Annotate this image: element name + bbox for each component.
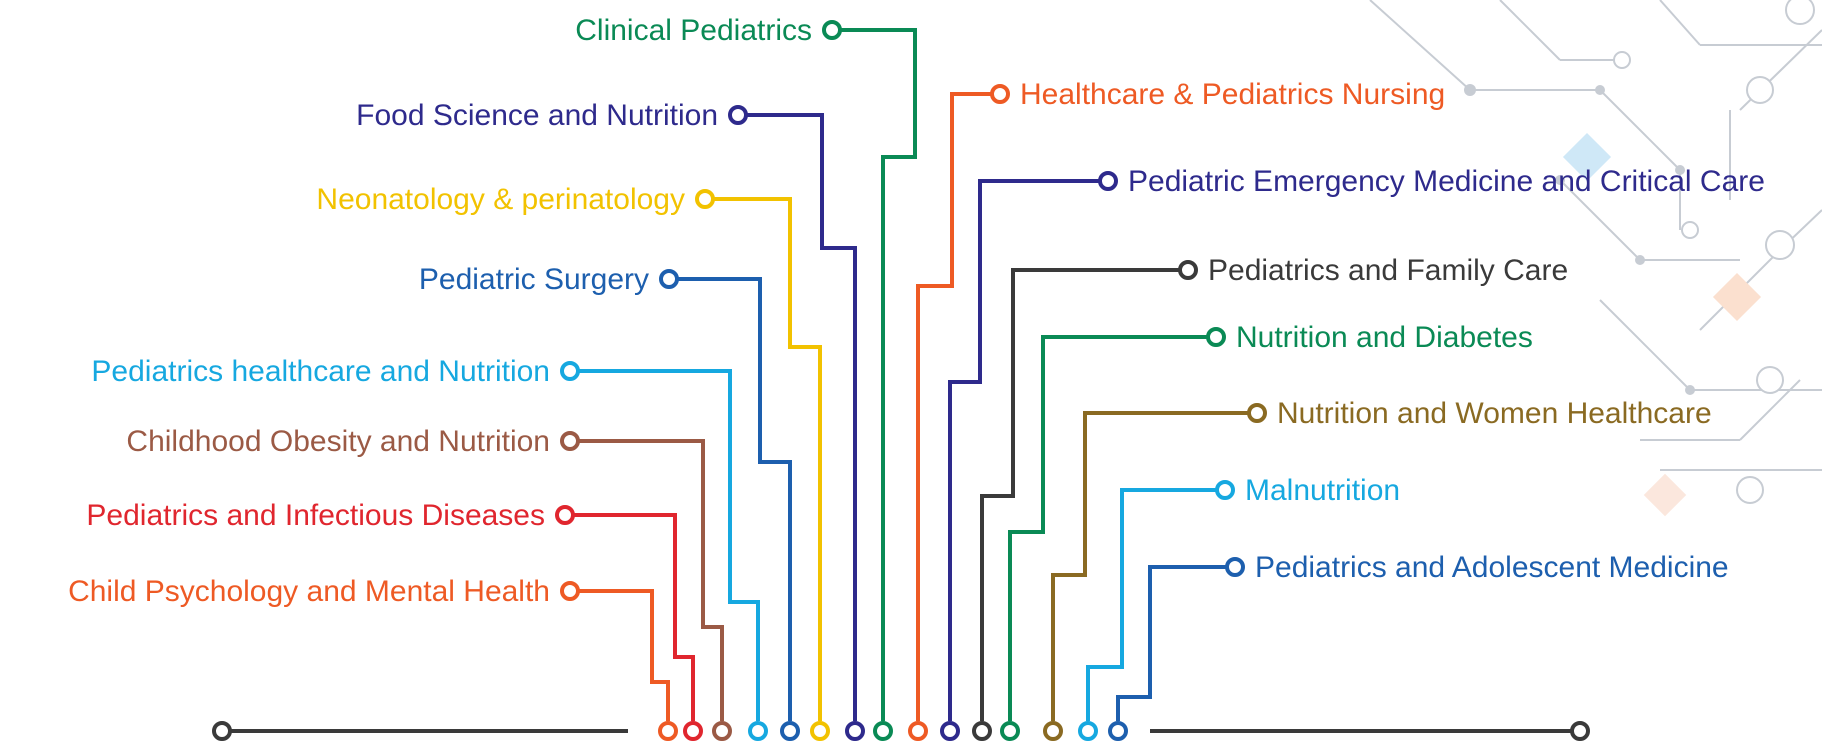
connector-line-malnutrition: [1086, 488, 1216, 721]
topic-label-childhood-obesity-and-nutrition: Childhood Obesity and Nutrition: [126, 425, 550, 458]
baseline-node-circle-pediatrics-and-infectious-diseases: [683, 721, 703, 741]
topic-pediatrics-healthcare-and-nutrition: Pediatrics healthcare and Nutrition: [91, 355, 768, 741]
connector-line-child-psychology-and-mental-health: [579, 589, 670, 721]
topic-pediatric-emergency-medicine-and-critical-care: Pediatric Emergency Medicine and Critica…: [940, 165, 1765, 741]
connector-line-childhood-obesity-and-nutrition: [579, 439, 724, 721]
topic-pediatric-surgery: Pediatric Surgery: [419, 263, 800, 741]
topic-malnutrition: Malnutrition: [1078, 474, 1400, 741]
connector-line-pediatrics-healthcare-and-nutrition: [579, 369, 760, 721]
topic-nutrition-and-women-healthcare: Nutrition and Women Healthcare: [1043, 397, 1712, 741]
baseline-node-circle-pediatrics-and-family-care: [972, 721, 992, 741]
baseline-node-circle-pediatric-emergency-medicine-and-critical-care: [940, 721, 960, 741]
connector-line-pediatrics-and-family-care: [980, 268, 1179, 721]
connector-line-pediatric-surgery: [678, 277, 792, 721]
topic-label-pediatrics-and-infectious-diseases: Pediatrics and Infectious Diseases: [86, 499, 545, 532]
baseline-node-circle-pediatrics-and-adolescent-medicine: [1108, 721, 1128, 741]
topic-label-nutrition-and-diabetes: Nutrition and Diabetes: [1236, 321, 1533, 354]
baseline-node-circle-pediatrics-healthcare-and-nutrition: [748, 721, 768, 741]
topic-label-clinical-pediatrics: Clinical Pediatrics: [575, 14, 812, 47]
label-node-circle-pediatrics-healthcare-and-nutrition: [560, 361, 580, 381]
baseline-node-circle-healthcare-and-pediatrics-nursing: [908, 721, 928, 741]
baseline-node-circle-malnutrition: [1078, 721, 1098, 741]
baseline-node-circle-nutrition-and-diabetes: [1000, 721, 1020, 741]
label-node-circle-healthcare-and-pediatrics-nursing: [990, 84, 1010, 104]
connector-line-neonatology-and-perinatology: [714, 197, 822, 721]
label-node-circle-pediatrics-and-adolescent-medicine: [1225, 557, 1245, 577]
label-node-circle-malnutrition: [1215, 480, 1235, 500]
topic-childhood-obesity-and-nutrition: Childhood Obesity and Nutrition: [126, 425, 732, 741]
topic-label-malnutrition: Malnutrition: [1245, 474, 1400, 507]
topic-healthcare-and-pediatrics-nursing: Healthcare & Pediatrics Nursing: [908, 78, 1445, 741]
label-node-circle-childhood-obesity-and-nutrition: [560, 431, 580, 451]
topic-label-neonatology-and-perinatology: Neonatology & perinatology: [316, 183, 685, 216]
topic-pediatrics-and-infectious-diseases: Pediatrics and Infectious Diseases: [86, 499, 703, 741]
label-node-circle-nutrition-and-diabetes: [1206, 327, 1226, 347]
topic-label-pediatric-emergency-medicine-and-critical-care: Pediatric Emergency Medicine and Critica…: [1128, 165, 1765, 198]
topic-clinical-pediatrics: Clinical Pediatrics: [575, 14, 917, 741]
label-node-circle-pediatrics-and-family-care: [1178, 260, 1198, 280]
topic-label-pediatrics-healthcare-and-nutrition: Pediatrics healthcare and Nutrition: [91, 355, 550, 388]
topic-pediatrics-and-adolescent-medicine: Pediatrics and Adolescent Medicine: [1108, 551, 1729, 741]
baseline-node-circle-childhood-obesity-and-nutrition: [712, 721, 732, 741]
topic-label-nutrition-and-women-healthcare: Nutrition and Women Healthcare: [1277, 397, 1712, 430]
topic-pediatrics-and-family-care: Pediatrics and Family Care: [972, 254, 1568, 741]
label-node-circle-pediatric-surgery: [659, 269, 679, 289]
baseline-node-circle-pediatric-surgery: [780, 721, 800, 741]
topic-label-pediatrics-and-family-care: Pediatrics and Family Care: [1208, 254, 1568, 287]
label-node-circle-nutrition-and-women-healthcare: [1247, 403, 1267, 423]
topic-nutrition-and-diabetes: Nutrition and Diabetes: [1000, 321, 1533, 741]
label-node-circle-child-psychology-and-mental-health: [560, 581, 580, 601]
connector-line-food-science-and-nutrition: [747, 113, 857, 721]
connector-line-pediatrics-and-adolescent-medicine: [1116, 565, 1226, 721]
baseline-left-end-circle: [212, 721, 232, 741]
connector-line-nutrition-and-women-healthcare: [1051, 411, 1248, 721]
topic-label-food-science-and-nutrition: Food Science and Nutrition: [356, 99, 718, 132]
connector-line-healthcare-and-pediatrics-nursing: [916, 92, 991, 721]
topic-neonatology-and-perinatology: Neonatology & perinatology: [316, 183, 830, 741]
topic-label-pediatrics-and-adolescent-medicine: Pediatrics and Adolescent Medicine: [1255, 551, 1729, 584]
label-node-circle-neonatology-and-perinatology: [695, 189, 715, 209]
baseline-node-circle-neonatology-and-perinatology: [810, 721, 830, 741]
topic-child-psychology-and-mental-health: Child Psychology and Mental Health: [68, 575, 678, 741]
label-node-circle-pediatric-emergency-medicine-and-critical-care: [1098, 171, 1118, 191]
connector-line-pediatric-emergency-medicine-and-critical-care: [948, 179, 1099, 721]
connector-line-nutrition-and-diabetes: [1008, 335, 1207, 721]
baseline-node-circle-child-psychology-and-mental-health: [658, 721, 678, 741]
baseline-node-circle-clinical-pediatrics: [873, 721, 893, 741]
label-node-circle-clinical-pediatrics: [822, 20, 842, 40]
label-node-circle-food-science-and-nutrition: [728, 105, 748, 125]
baseline-node-circle-nutrition-and-women-healthcare: [1043, 721, 1063, 741]
label-node-circle-pediatrics-and-infectious-diseases: [555, 505, 575, 525]
connector-line-pediatrics-and-infectious-diseases: [574, 513, 695, 721]
baseline-right-end-circle: [1570, 721, 1590, 741]
baseline-node-circle-food-science-and-nutrition: [845, 721, 865, 741]
topic-label-healthcare-and-pediatrics-nursing: Healthcare & Pediatrics Nursing: [1020, 78, 1445, 111]
topic-food-science-and-nutrition: Food Science and Nutrition: [356, 99, 865, 741]
topic-label-child-psychology-and-mental-health: Child Psychology and Mental Health: [68, 575, 550, 608]
topic-label-pediatric-surgery: Pediatric Surgery: [419, 263, 649, 296]
connector-line-clinical-pediatrics: [841, 28, 917, 721]
